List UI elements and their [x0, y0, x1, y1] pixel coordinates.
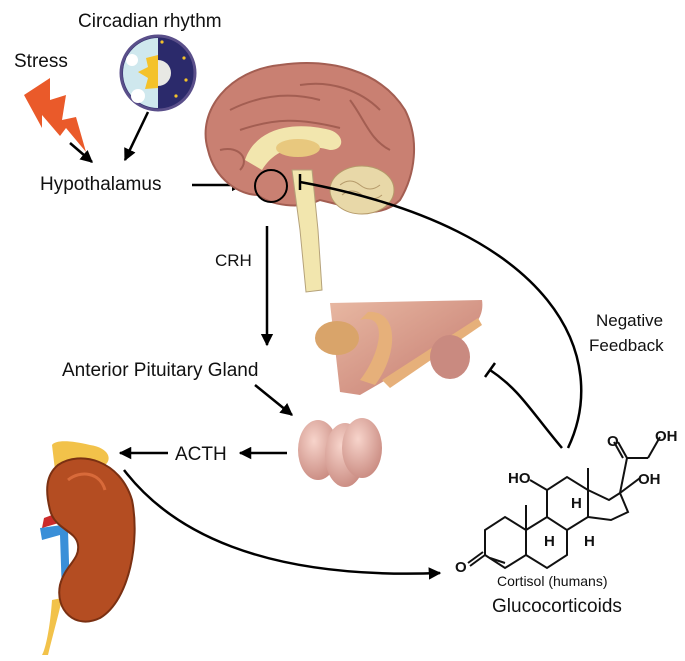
stress-to-hypothalamus-arrow	[69, 142, 93, 163]
atom-c3-o: O	[455, 559, 467, 576]
circadian-to-hypothalamus-arrow	[123, 111, 150, 162]
glucocorticoids-label: Glucocorticoids	[492, 596, 622, 617]
pituitary-label-arrow	[254, 384, 293, 416]
atom-h-2: H	[544, 533, 555, 550]
feedback-to-hypothalamus-line	[299, 180, 583, 449]
pituitary-gland-icon	[298, 300, 483, 487]
hypothalamus-highlight-circle	[254, 169, 288, 203]
atom-c17-oh: OH	[638, 471, 661, 488]
feedback-label-line1: Negative	[596, 311, 663, 330]
day-night-icon	[119, 34, 197, 112]
atom-h-3: H	[584, 533, 595, 550]
brain-sagittal-icon	[204, 62, 416, 293]
circadian-label: Circadian rhythm	[78, 11, 222, 32]
lightning-bolt-icon	[24, 78, 86, 152]
kidney-adrenal-icon	[40, 441, 136, 655]
feedback-inhibit-bar-pituitary	[483, 362, 497, 378]
stress-label: Stress	[14, 51, 68, 72]
feedback-label-line2: Feedback	[589, 336, 664, 355]
cortisol-molecule-icon	[467, 436, 661, 570]
atom-terminal-oh: OH	[655, 428, 678, 445]
atom-ketone-o: O	[607, 433, 619, 450]
adrenal-to-cortisol-arrow	[123, 469, 442, 580]
atom-h-1: H	[571, 495, 582, 512]
pituitary-label: Anterior Pituitary Gland	[62, 360, 258, 381]
cortisol-caption: Cortisol (humans)	[497, 573, 607, 589]
atom-ho: HO	[508, 470, 531, 487]
hypothalamus-label: Hypothalamus	[40, 174, 161, 195]
acth-label: ACTH	[175, 444, 227, 465]
crh-label: CRH	[215, 251, 252, 270]
feedback-to-pituitary-line	[489, 368, 563, 449]
